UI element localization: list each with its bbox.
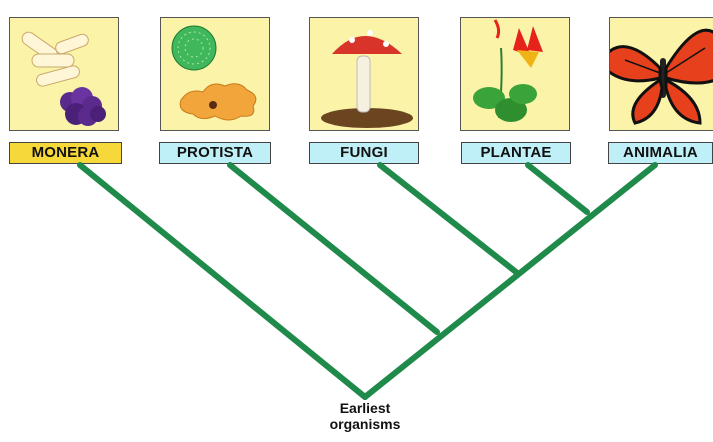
- branch-plantae: [528, 165, 587, 212]
- root-label-line2: organisms: [305, 416, 425, 432]
- branch-monera: [80, 165, 365, 397]
- branch-fungi: [380, 165, 516, 272]
- root-label-line1: Earliest: [305, 400, 425, 416]
- root-label: Earliest organisms: [305, 400, 425, 432]
- branch-protista: [230, 165, 437, 332]
- branch-animalia-trunk: [365, 165, 655, 397]
